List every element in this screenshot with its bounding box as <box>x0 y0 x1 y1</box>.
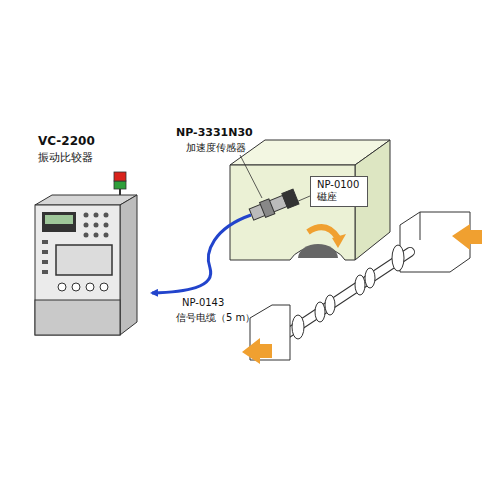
model-number: NP-0100 <box>317 179 361 190</box>
part-name: 信号电缆（5 m） <box>176 311 255 325</box>
leader-line <box>240 155 262 198</box>
model-number: VC-2200 <box>38 134 158 148</box>
machine-housing <box>230 140 390 260</box>
accelerometer-sensor <box>248 189 298 222</box>
cabinet-node: VC-2200 振动比较器 <box>38 134 158 336</box>
shaft-assembly <box>242 212 482 364</box>
comparator-cabinet <box>35 172 137 335</box>
signal-cable <box>152 215 251 293</box>
part-name: 加速度传感器 <box>186 141 246 155</box>
leader-line <box>296 196 310 202</box>
part-name: 磁座 <box>317 190 361 204</box>
part-number: NP-3331N30 <box>176 126 253 139</box>
callout-box: NP-0100磁座 <box>310 176 368 207</box>
part-number: NP-0143 <box>182 297 224 308</box>
part-name: 振动比较器 <box>38 150 158 165</box>
